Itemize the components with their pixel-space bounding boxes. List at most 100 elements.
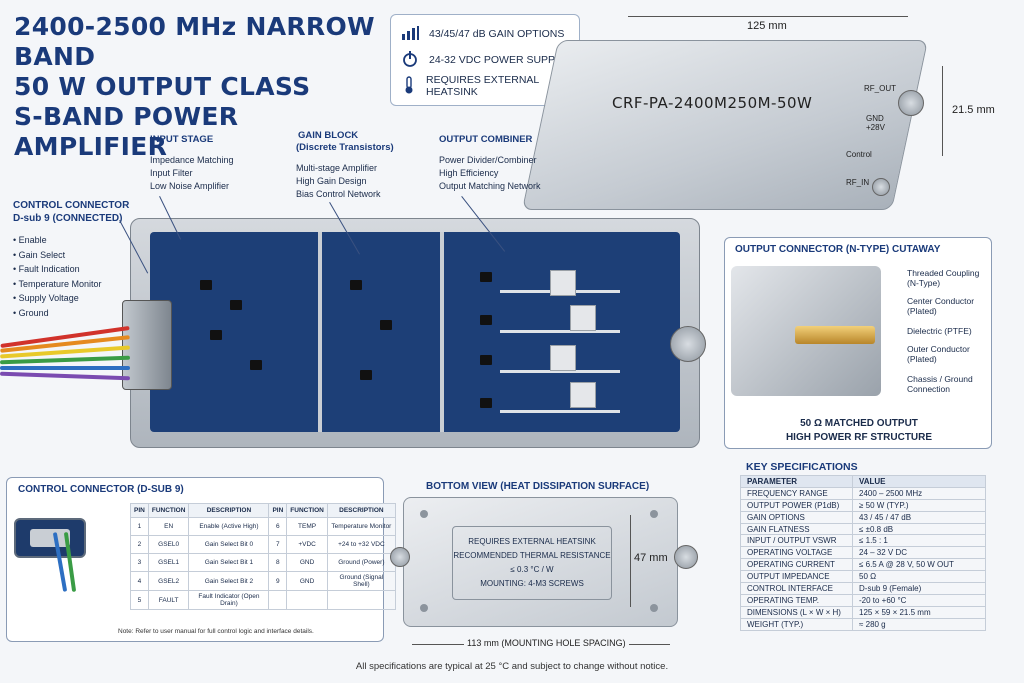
rf-trace: [500, 370, 620, 373]
heatsink-note-line: REQUIRES EXTERNAL HEATSINK: [468, 537, 596, 546]
heatsink-note-line: RECOMMENDED THERMAL RESISTANCE: [453, 551, 611, 560]
cutaway-foot-2: HIGH POWER RF STRUCTURE: [785, 432, 933, 443]
input-stage-items: Impedance Matching Input Filter Low Nois…: [150, 154, 234, 193]
chip: [360, 370, 372, 380]
chip: [200, 280, 212, 290]
table-row: OPERATING TEMP.-20 to +60 °C: [740, 593, 986, 607]
table-cell: 1: [130, 517, 149, 536]
cable-wire: [0, 366, 130, 370]
rf-in-connector: [872, 178, 890, 196]
specs-title: KEY SPECIFICATIONS: [746, 461, 858, 473]
spec-value: 50 Ω: [852, 570, 986, 584]
spec-parameter: OPERATING VOLTAGE: [740, 546, 853, 560]
spec-parameter: GAIN FLATNESS: [740, 522, 853, 536]
chip: [250, 360, 262, 370]
table-cell: Fault Indicator (Open Drain): [188, 590, 270, 610]
bottom-height-dimension: 47 mm: [634, 552, 668, 564]
cutaway-title: OUTPUT CONNECTOR (N-TYPE) CUTAWAY: [735, 244, 941, 255]
table-cell: 6: [268, 517, 288, 536]
table-cell: [268, 590, 288, 610]
control-label: Control: [846, 150, 872, 159]
table-cell: 2: [130, 535, 149, 554]
table-cell: 4: [130, 571, 149, 591]
spec-parameter: FREQUENCY RANGE: [740, 486, 853, 500]
table-cell: [326, 590, 396, 610]
gain-block-label: GAIN BLOCK: [298, 130, 359, 141]
spec-parameter: CONTROL INTERFACE: [740, 582, 853, 595]
cutaway-foot-1: 50 Ω MATCHED OUTPUT: [800, 418, 918, 429]
combiner-shield: [570, 305, 596, 331]
table-row: GAIN FLATNESS≤ ±0.8 dB: [740, 522, 986, 536]
rf-out-connector: [898, 90, 924, 116]
spec-value: 43 / 45 / 47 dB: [852, 510, 986, 524]
input-stage-item: Impedance Matching: [150, 155, 234, 165]
cutaway-label-outer: Outer Conductor (Plated): [907, 344, 970, 364]
control-callout-item: • Enable: [13, 235, 47, 245]
gain-block-item: Multi-stage Amplifier: [296, 163, 378, 173]
control-callout-list: • Enable • Gain Select • Fault Indicatio…: [13, 233, 102, 320]
control-callout-item: • Gain Select: [13, 249, 66, 260]
dsub-connector: [122, 300, 172, 390]
table-cell: Gain Select Bit 1: [188, 553, 270, 572]
table-row: DIMENSIONS (L × W × H)125 × 59 × 21.5 mm: [740, 605, 986, 619]
title-line-3: S-BAND POWER AMPLIFIER: [14, 102, 239, 161]
combiner-shield: [550, 270, 576, 296]
table-cell: FAULT: [147, 590, 190, 610]
heatsink-note-line: ≤ 0.3 °C / W: [510, 565, 554, 574]
description-header: DESCRIPTION: [188, 503, 270, 518]
table-cell: 3: [130, 553, 149, 572]
mounting-hole: [420, 510, 428, 518]
title-line-2: 50 W OUTPUT CLASS: [14, 72, 311, 101]
rf-trace: [500, 410, 620, 413]
mounting-hole: [420, 604, 428, 612]
gain-block-items: Multi-stage Amplifier High Gain Design B…: [296, 162, 381, 201]
title-line-1: 2400-2500 MHz NARROW BAND: [14, 12, 375, 71]
feature-power: 24-32 VDC POWER SUPPLY: [399, 47, 571, 73]
rf-out-label: RF_OUT: [864, 84, 896, 93]
gnd-label: GND +28V: [866, 114, 885, 132]
spec-value: 125 × 59 × 21.5 mm: [852, 605, 986, 619]
model-number: CRF-PA-2400M250M-50W: [612, 94, 813, 112]
spec-value: D-sub 9 (Female): [852, 582, 986, 595]
shield-wall: [318, 232, 322, 432]
mounting-hole: [650, 510, 658, 518]
height-dimension-line: [942, 66, 943, 156]
table-cell: GSEL0: [147, 535, 190, 554]
table-cell: Ground (Power): [326, 553, 396, 572]
bottom-height-dimension-line: [630, 515, 631, 607]
control-callout-item: • Supply Voltage: [13, 293, 79, 303]
cable-wire: [0, 371, 131, 381]
chip: [210, 330, 222, 340]
pin-header: PIN: [268, 503, 288, 518]
height-dimension: 21.5 mm: [952, 104, 995, 116]
table-cell: +VDC: [286, 535, 328, 554]
cutaway-label-chassis: Chassis / Ground Connection: [907, 374, 973, 394]
control-callout-title: CONTROL CONNECTOR: [13, 200, 130, 211]
spec-parameter: OPERATING TEMP.: [740, 593, 853, 607]
output-combiner-item: Power Divider/Combiner: [439, 155, 537, 165]
table-cell: 5: [130, 590, 149, 610]
bottom-plate-illustration: [403, 497, 678, 627]
table-cell: GND: [286, 553, 328, 572]
spec-value: ≥ 50 W (TYP.): [852, 498, 986, 512]
spec-parameter: OPERATING CURRENT: [740, 558, 853, 572]
pin-header: PIN: [130, 503, 149, 518]
function-header: FUNCTION: [286, 503, 328, 518]
length-dimension: 125 mm: [747, 20, 787, 32]
transistor: [480, 272, 492, 282]
spec-value: -20 to +60 °C: [852, 593, 986, 607]
cutaway-label-center: Center Conductor (Plated): [907, 296, 975, 316]
n-type-output-connector: [670, 326, 706, 362]
table-row: OPERATING CURRENT≤ 6.5 A @ 28 V, 50 W OU…: [740, 558, 986, 572]
table-cell: Gain Select Bit 0: [188, 535, 270, 554]
parameter-header: PARAMETER: [740, 475, 853, 488]
page-title: 2400-2500 MHz NARROW BAND 50 W OUTPUT CL…: [14, 12, 384, 162]
rf-trace: [500, 330, 620, 333]
